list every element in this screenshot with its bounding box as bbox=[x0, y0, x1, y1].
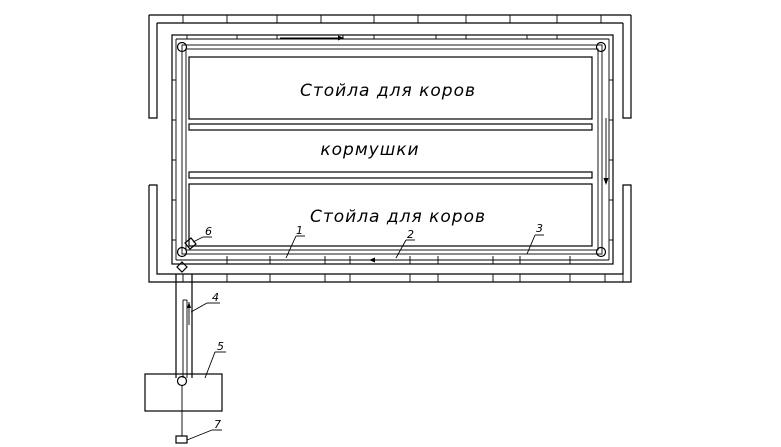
feeder-top bbox=[188, 123, 593, 131]
drive-unit-7 bbox=[175, 386, 188, 444]
inclined-conveyor-4 bbox=[175, 261, 193, 387]
direction-arrows bbox=[280, 35, 609, 263]
callout-5: 5 bbox=[217, 340, 224, 353]
roller-top-left bbox=[176, 41, 188, 53]
outer-wall bbox=[148, 14, 632, 283]
stall-block-top bbox=[188, 56, 593, 120]
side-panels bbox=[172, 79, 613, 241]
inner-wall bbox=[171, 34, 614, 265]
bottom-windows bbox=[182, 273, 624, 283]
storage-5 bbox=[144, 373, 223, 412]
roller-bottom-left bbox=[176, 246, 188, 258]
callout-1: 1 bbox=[296, 224, 303, 237]
callout-4: 4 bbox=[212, 291, 219, 304]
leader-lines bbox=[186, 234, 544, 441]
top-windows bbox=[182, 14, 602, 24]
manure-channel bbox=[181, 44, 603, 255]
tensioner-6 bbox=[184, 237, 197, 250]
bottom-panels bbox=[226, 256, 571, 264]
callout-numbers: 1 2 3 4 5 6 7 bbox=[205, 222, 543, 431]
callout-7: 7 bbox=[214, 418, 221, 431]
stall-block-bottom bbox=[188, 183, 593, 247]
feeders-label: кормушки bbox=[320, 140, 419, 160]
roller-bottom-right bbox=[595, 246, 607, 258]
callout-6: 6 bbox=[205, 225, 212, 238]
callout-3: 3 bbox=[536, 222, 543, 235]
feeder-bottom bbox=[188, 171, 593, 179]
stall-bottom-label: Стойла для коров bbox=[310, 207, 486, 227]
callout-2: 2 bbox=[407, 228, 414, 241]
corner-rollers bbox=[176, 41, 607, 258]
roller-top-right bbox=[595, 41, 607, 53]
stall-top-label: Стойла для коров bbox=[300, 81, 476, 101]
